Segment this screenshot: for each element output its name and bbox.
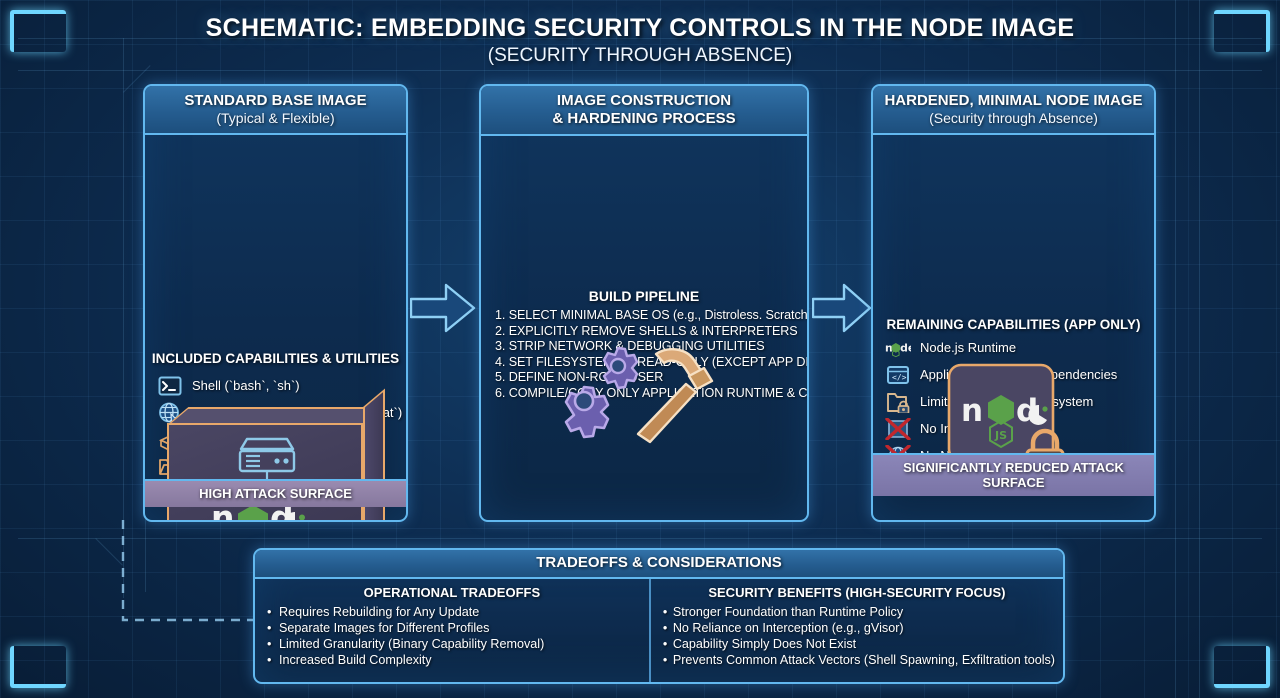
panel-mid-header: IMAGE CONSTRUCTION & HARDENING PROCESS <box>481 86 807 137</box>
list-item-label: Shell (`bash`, `sh`) <box>192 378 300 394</box>
terminal-icon <box>157 374 183 398</box>
panel-standard-base-image: STANDARD BASE IMAGE (Typical & Flexible) <box>143 84 408 522</box>
blueprint-line <box>18 538 1262 539</box>
corner-bracket-bottom-left <box>10 646 66 688</box>
terminal-crossed-icon <box>885 417 911 441</box>
title-subtitle: (SECURITY THROUGH ABSENCE) <box>487 45 793 66</box>
build-step: 1. SELECT MINIMAL BASE OS (e.g., Distrol… <box>495 308 809 323</box>
flow-arrow-mid-to-right <box>812 283 872 333</box>
panel-right-body: n d JS REMAINING CAPABILITIES (APP ONLY) <box>873 317 1154 497</box>
list-item: Capability Simply Does Not Exist <box>659 636 1055 652</box>
panel-left-header: STANDARD BASE IMAGE (Typical & Flexible) <box>145 86 406 136</box>
tools-gears-hammer-icon <box>564 347 714 444</box>
svg-text:n: n <box>961 393 983 429</box>
blueprint-line <box>18 70 1262 71</box>
panel-right-title: HARDENED, MINIMAL NODE IMAGE <box>884 92 1143 109</box>
panel-hardened-node-image: HARDENED, MINIMAL NODE IMAGE (Security t… <box>871 84 1156 522</box>
operational-tradeoffs-column: OPERATIONAL TRADEOFFS Requires Rebuildin… <box>255 579 649 682</box>
schematic-title: SCHEMATIC: EMBEDDING SECURITY CONTROLS I… <box>0 14 1280 67</box>
list-item-node-runtime: n de Node.js Runtime <box>873 334 1154 361</box>
title-main: SCHEMATIC: EMBEDDING SECURITY CONTROLS I… <box>205 14 1075 42</box>
panel-left-subtitle: (Typical & Flexible) <box>216 109 335 126</box>
panel-mid-title: IMAGE CONSTRUCTION <box>556 92 732 109</box>
operational-tradeoffs-list: Requires Rebuilding for Any Update Separ… <box>263 604 641 668</box>
corner-bracket-bottom-right <box>1214 646 1270 688</box>
svg-text:n: n <box>885 342 893 355</box>
code-window-icon: </> <box>885 363 911 387</box>
blueprint-line <box>1199 0 1200 698</box>
hardened-node-image-icon: n d JS <box>947 364 1065 484</box>
left-attack-surface-banner: HIGH ATTACK SURFACE <box>145 479 406 508</box>
list-item: Stronger Foundation than Runtime Policy <box>659 604 1055 620</box>
panel-right-subtitle: (Security through Absence) <box>929 109 1098 126</box>
list-item: Separate Images for Different Profiles <box>263 620 641 636</box>
list-item: Limited Granularity (Binary Capability R… <box>263 636 641 652</box>
panel-bottom-title: TRADEOFFS & CONSIDERATIONS <box>536 554 782 571</box>
list-item: Requires Rebuilding for Any Update <box>263 604 641 620</box>
panel-image-construction: IMAGE CONSTRUCTION & HARDENING PROCESS B… <box>479 84 809 522</box>
build-pipeline-title: BUILD PIPELINE <box>588 288 700 305</box>
corner-bracket-top-right <box>1214 10 1270 52</box>
left-section-title: INCLUDED CAPABILITIES & UTILITIES <box>151 351 400 367</box>
panel-left-title: STANDARD BASE IMAGE <box>184 92 367 109</box>
build-step: 2. EXPLICITLY REMOVE SHELLS & INTERPRETE… <box>495 323 798 338</box>
list-item: No Reliance on Interception (e.g., gViso… <box>659 620 1055 636</box>
panel-mid-title2: & HARDENING PROCESS <box>552 109 736 127</box>
build-step: 3. STRIP NETWORK & DEBUGGING UTILITIES <box>495 339 765 354</box>
right-attack-surface-banner: SIGNIFICANTLY REDUCED ATTACK SURFACE <box>873 453 1154 497</box>
blueprint-line <box>18 38 1262 39</box>
panel-right-header: HARDENED, MINIMAL NODE IMAGE (Security t… <box>873 86 1154 136</box>
panel-mid-body: BUILD PIPELINE 1. SELECT MINIMAL BASE OS… <box>481 288 809 444</box>
list-item: Prevents Common Attack Vectors (Shell Sp… <box>659 652 1055 668</box>
list-item-label: Node.js Runtime <box>920 340 1017 356</box>
svg-text:JS: JS <box>994 429 1007 442</box>
svg-text:</>: </> <box>892 373 907 382</box>
security-benefits-list: Stronger Foundation than Runtime Policy … <box>659 604 1055 668</box>
tradeoff-columns: OPERATIONAL TRADEOFFS Requires Rebuildin… <box>255 578 1063 682</box>
right-section-title: REMAINING CAPABILITIES (APP ONLY) <box>886 317 1141 333</box>
operational-tradeoffs-title: OPERATIONAL TRADEOFFS <box>363 584 541 600</box>
list-item: Increased Build Complexity <box>263 652 641 668</box>
flow-arrow-left-to-mid <box>410 283 476 333</box>
corner-bracket-top-left <box>10 10 66 52</box>
svg-text:de: de <box>900 342 911 355</box>
security-benefits-column: SECURITY BENEFITS (HIGH-SECURITY FOCUS) … <box>648 578 1063 682</box>
list-item-shell: Shell (`bash`, `sh`) <box>145 372 406 399</box>
blueprint-line <box>123 38 124 598</box>
blueprint-line <box>1175 0 1176 698</box>
panel-bottom-header: TRADEOFFS & CONSIDERATIONS <box>255 550 1063 579</box>
build-step: 4. SET FILESYSTEM TO READ-ONLY (EXCEPT A… <box>495 354 809 369</box>
panel-tradeoffs-considerations: TRADEOFFS & CONSIDERATIONS OPERATIONAL T… <box>253 548 1065 684</box>
node-logo-icon: n de <box>885 336 911 360</box>
security-benefits-title: SECURITY BENEFITS (HIGH-SECURITY FOCUS) <box>708 584 1006 600</box>
panel-left-body: n d JS INCLUDED CAPABILITIES & UTILITIES <box>145 351 406 520</box>
folder-lock-icon <box>885 390 911 414</box>
node-logo: n d JS <box>961 393 1048 449</box>
